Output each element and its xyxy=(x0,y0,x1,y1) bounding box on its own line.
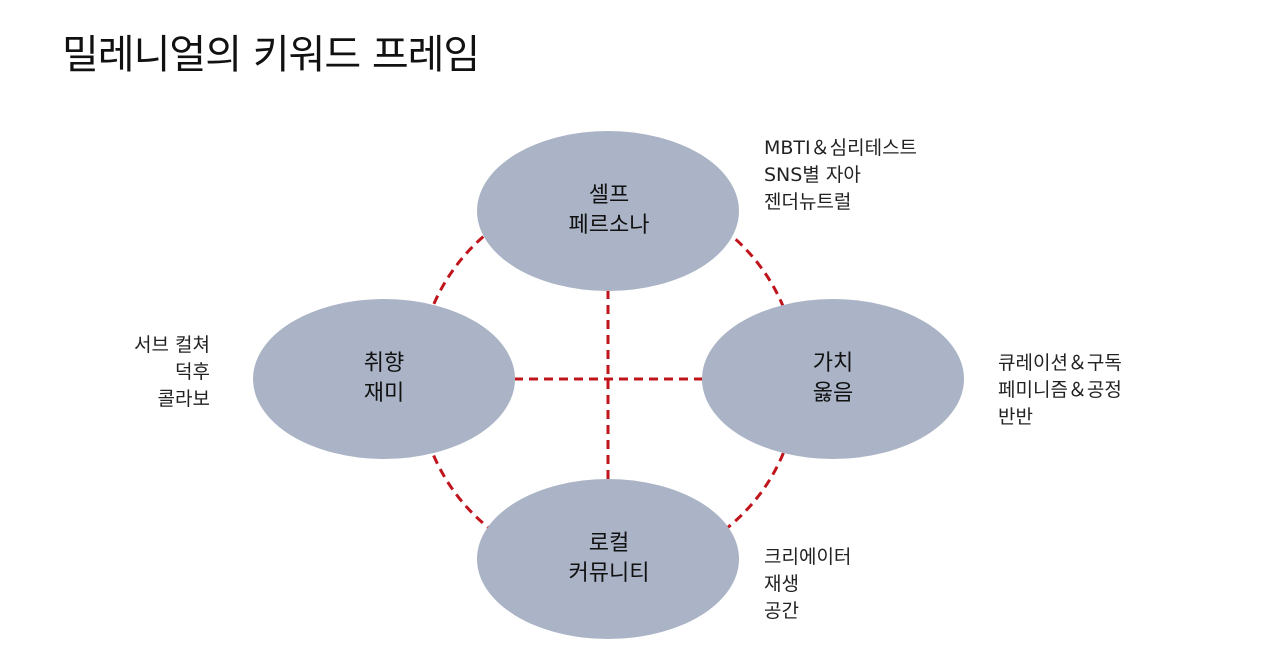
ellipse-bottom xyxy=(477,479,739,639)
note-bottom-item: 크리에이터 xyxy=(764,546,852,568)
node-left-line1: 취향 xyxy=(363,351,405,376)
note-top-item: SNS별 자아 xyxy=(764,164,861,186)
node-right-line2: 옳음 xyxy=(812,381,854,406)
ellipse-top xyxy=(477,131,739,291)
note-bottom: 크리에이터 재생 공간 xyxy=(764,544,851,625)
node-left-line2: 재미 xyxy=(363,381,405,406)
note-bottom-item: 재생 xyxy=(764,573,799,595)
node-bottom-label: 로컬 커뮤니티 xyxy=(478,479,740,639)
note-left-item: 서브 컬쳐 xyxy=(134,334,210,356)
note-right: 큐레이션＆구독 페미니즘＆공정 반반 xyxy=(998,350,1122,431)
note-right-item: 페미니즘＆공정 xyxy=(998,379,1122,401)
note-top: MBTI＆심리테스트 SNS별 자아 젠더뉴트럴 xyxy=(764,135,917,216)
note-top-item: MBTI＆심리테스트 xyxy=(764,137,918,159)
note-right-item: 큐레이션＆구독 xyxy=(998,352,1122,374)
note-left-item: 콜라보 xyxy=(157,388,210,410)
node-top-line2: 페르소나 xyxy=(568,213,650,238)
ellipse-right xyxy=(702,299,964,459)
note-right-item: 반반 xyxy=(998,406,1033,428)
note-top-item: 젠더뉴트럴 xyxy=(764,191,852,213)
note-left: 서브 컬쳐 덕후 콜라보 xyxy=(100,332,210,413)
ellipse-left xyxy=(253,299,515,459)
note-bottom-item: 공간 xyxy=(764,600,799,622)
note-left-item: 덕후 xyxy=(175,361,210,383)
node-bottom-line2: 커뮤니티 xyxy=(568,561,650,586)
node-right-line1: 가치 xyxy=(812,351,854,376)
node-top-label: 셀프 페르소나 xyxy=(478,131,740,291)
node-top-line1: 셀프 xyxy=(588,183,630,208)
node-left-label: 취향 재미 xyxy=(253,299,515,459)
page-title: 밀레니얼의 키워드 프레임 xyxy=(62,32,480,78)
node-bottom-line1: 로컬 xyxy=(588,531,630,556)
node-right-label: 가치 옳음 xyxy=(702,299,964,459)
